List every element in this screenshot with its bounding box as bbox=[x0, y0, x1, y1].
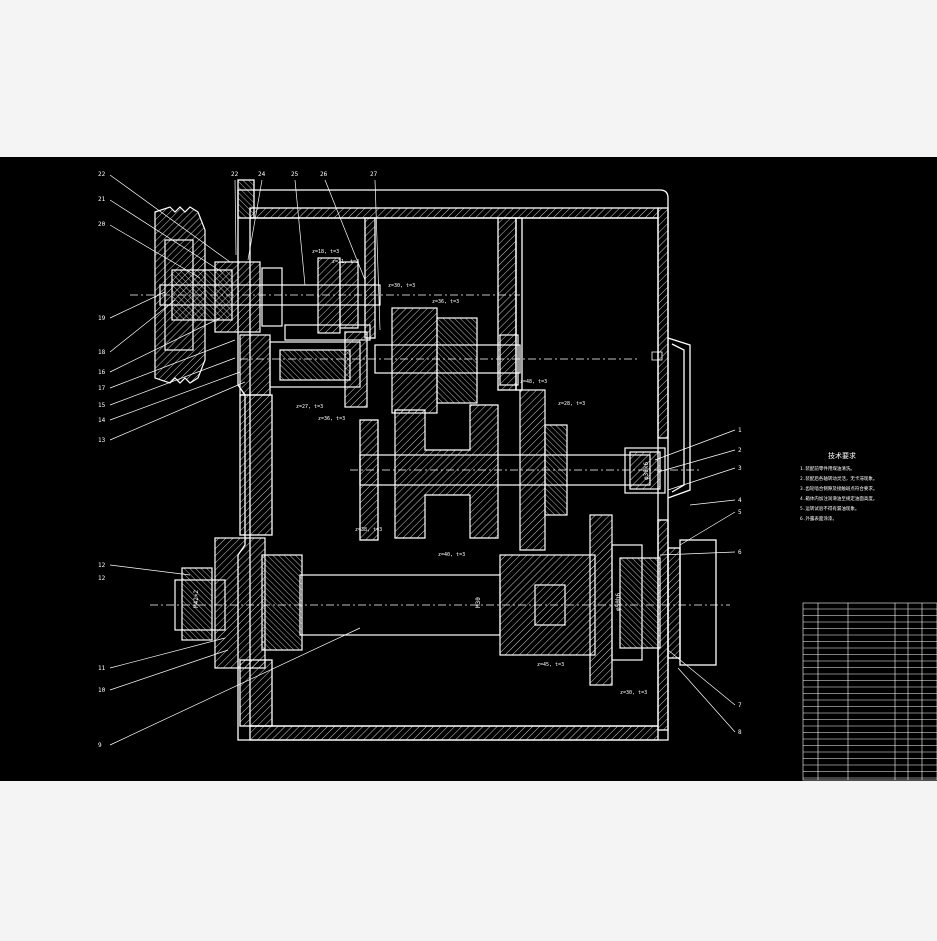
output-shaft bbox=[150, 514, 730, 686]
balloon-17: 17 bbox=[98, 385, 106, 392]
gear-label: z=27, t=3 bbox=[296, 404, 323, 410]
housing bbox=[237, 179, 717, 741]
gear-label: z=36, t=3 bbox=[432, 299, 459, 305]
balloon-top-26: 26 bbox=[320, 171, 328, 178]
gear-label: z=30, t=3 bbox=[388, 283, 415, 289]
shaft-labels: M30 M42×2 φ50h6 φ30k6 bbox=[193, 462, 650, 611]
balloons-left: 22 21 20 19 18 16 17 15 14 13 12 12 11 1… bbox=[98, 171, 106, 749]
balloon-12b: 12 bbox=[98, 575, 106, 582]
balloon-7: 7 bbox=[738, 702, 742, 709]
shaft-label-m30: M30 bbox=[475, 597, 482, 608]
balloon-top-27: 27 bbox=[370, 171, 378, 178]
balloon-5: 5 bbox=[738, 509, 742, 516]
intermediate-shaft bbox=[239, 307, 640, 414]
notes-line: 2.装配后各轴转动灵活，无卡滞现象。 bbox=[800, 475, 877, 482]
balloon-6: 6 bbox=[738, 549, 742, 556]
balloons-top: 22 24 25 26 27 bbox=[231, 171, 378, 178]
balloon-18: 18 bbox=[98, 349, 106, 356]
balloon-2: 2 bbox=[738, 447, 742, 454]
balloon-11: 11 bbox=[98, 665, 106, 672]
balloon-15: 15 bbox=[98, 402, 106, 409]
balloon-21: 21 bbox=[98, 196, 106, 203]
gear-label: z=28, t=3 bbox=[558, 401, 585, 407]
technical-notes: 技术要求 1.装配前零件用煤油清洗。 2.装配后各轴转动灵活，无卡滞现象。 3.… bbox=[800, 451, 877, 522]
level-mark bbox=[651, 351, 663, 361]
balloon-16: 16 bbox=[98, 369, 106, 376]
shaft-label-m42: M42×2 bbox=[193, 590, 200, 608]
shaft-label-phi30: φ30k6 bbox=[643, 462, 650, 480]
countershaft bbox=[350, 389, 700, 551]
notes-title: 技术要求 bbox=[828, 451, 856, 460]
balloon-14: 14 bbox=[98, 417, 106, 424]
balloon-10: 10 bbox=[98, 687, 106, 694]
balloon-top-22: 22 bbox=[231, 171, 239, 178]
parts-list-table bbox=[802, 602, 937, 781]
gear-label: z=18, t=3 bbox=[312, 249, 339, 255]
gear-labels: z=18, t=3 z=21, t=3 z=30, t=3 z=36, t=3 … bbox=[296, 249, 647, 696]
notes-line: 1.装配前零件用煤油清洗。 bbox=[800, 465, 855, 472]
balloon-19: 19 bbox=[98, 315, 106, 322]
gear-label: z=30, t=3 bbox=[620, 690, 647, 696]
balloon-22: 22 bbox=[98, 171, 106, 178]
balloons-right: 1 2 3 4 5 6 7 8 bbox=[738, 427, 742, 736]
notes-line: 5.运转试验不得有漏油现象。 bbox=[800, 505, 859, 512]
balloon-1: 1 bbox=[738, 427, 742, 434]
gear-label: z=36, t=3 bbox=[318, 416, 345, 422]
gear-label: z=38, t=3 bbox=[355, 527, 382, 533]
gear-label: z=45, t=3 bbox=[537, 662, 564, 668]
gear-label: z=48, t=3 bbox=[520, 379, 547, 385]
balloon-9: 9 bbox=[98, 742, 102, 749]
notes-line: 6.外露表面涂漆。 bbox=[800, 515, 837, 522]
balloon-top-25: 25 bbox=[291, 171, 299, 178]
balloon-4: 4 bbox=[738, 497, 742, 504]
gear-label: z=21, t=3 bbox=[332, 259, 359, 265]
balloon-3: 3 bbox=[738, 465, 742, 472]
shaft-label-phi50: φ50h6 bbox=[615, 593, 622, 611]
balloon-13: 13 bbox=[98, 437, 106, 444]
input-shaft bbox=[130, 257, 520, 341]
balloon-8: 8 bbox=[738, 729, 742, 736]
leader-lines bbox=[109, 174, 736, 746]
balloon-top-24: 24 bbox=[258, 171, 266, 178]
gear-label: z=40, t=3 bbox=[438, 552, 465, 558]
balloon-20: 20 bbox=[98, 221, 106, 228]
notes-line: 4.箱体内加注润滑油至规定油面高度。 bbox=[800, 495, 877, 502]
notes-line: 3.齿轮啮合侧隙及接触斑点符合要求。 bbox=[800, 485, 877, 492]
balloon-12a: 12 bbox=[98, 562, 106, 569]
